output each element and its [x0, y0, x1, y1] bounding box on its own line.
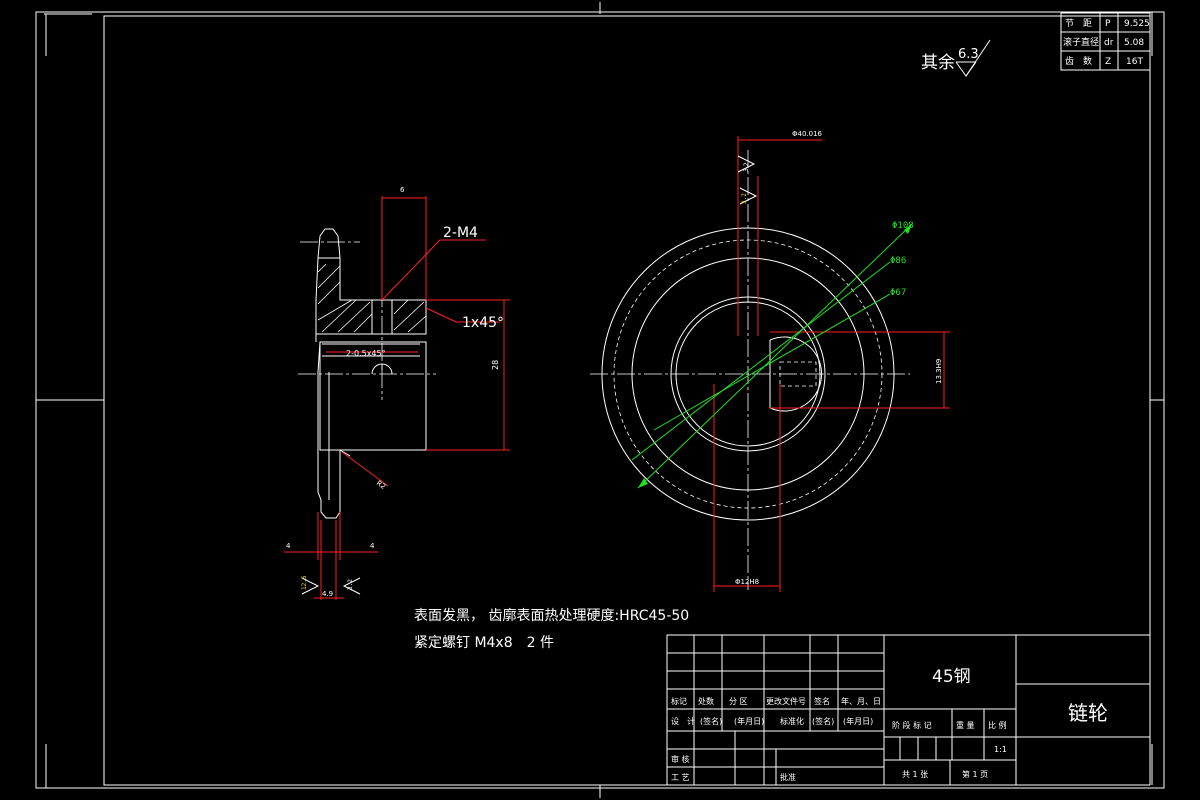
row-standard-date: (年月日) [843, 716, 873, 726]
note-line-1: 表面发黑， 齿廓表面热处理硬度:HRC45-50 [414, 607, 689, 624]
hdr-date: 年、月、日 [841, 696, 881, 706]
roughness-prefix: 其余 [921, 53, 955, 73]
technical-notes: 表面发黑， 齿廓表面热处理硬度:HRC45-50 紧定螺钉 M4x8 2 件 [414, 607, 689, 651]
tooth-width: 4.9 [322, 590, 333, 598]
param-name-pitch: 节 距 [1065, 18, 1092, 29]
scale-label: 比 例 [988, 720, 1007, 730]
row-design-date: (年月日) [734, 716, 764, 726]
hdr-count: 处数 [698, 696, 714, 706]
height-dim: 28 [491, 360, 500, 370]
material-label: 45钢 [932, 667, 971, 687]
thread-label: 2-M4 [443, 225, 478, 241]
param-sym-pitch: P [1105, 19, 1111, 29]
rough-top2: 3.2 [741, 193, 748, 204]
side-view: 6 2-M4 28 1x45° 2-0.5x45° R2 4 4 4.9 12.… [284, 186, 510, 600]
row-check: 审 核 [671, 754, 690, 764]
param-val-teeth: 16T [1126, 57, 1143, 67]
width-left: 4 [286, 542, 291, 550]
dia-67: Φ67 [890, 288, 906, 298]
roughness-value: 6.3 [958, 47, 979, 62]
row-design: 设 计 [671, 716, 695, 726]
row-approve: 批准 [780, 772, 796, 782]
param-sym-roller: dr [1104, 38, 1114, 48]
row-design-sign: (签名) [700, 716, 722, 726]
section-hatch [317, 263, 427, 333]
params-table: 节 距 P 9.525 滚子直径 dr 5.08 齿 数 Z 16T [1060, 12, 1151, 71]
scale-value: 1:1 [994, 745, 1007, 754]
sheet-frame [35, 2, 1165, 798]
keyway-dim: 13.3H9 [935, 359, 943, 384]
hdr-zone: 分 区 [729, 697, 748, 706]
rough-right: 3.2 [347, 579, 354, 590]
row-standard: 标准化 [780, 716, 804, 726]
roughness-note: 其余 6.3 [921, 39, 991, 77]
sheet-number: 第 1 页 [962, 769, 988, 779]
param-sym-teeth: Z [1105, 57, 1111, 67]
param-val-pitch: 9.525 [1124, 19, 1150, 29]
chamfer-label: 1x45° [462, 315, 504, 331]
title-block: 45钢 链轮 标记 处数 分 区 更改文件号 签名 年、月、日 设 计 (签名)… [666, 634, 1151, 786]
bore-dim: Φ40.016 [792, 130, 823, 138]
rough-left: 12.5 [301, 575, 308, 590]
width-right: 4 [370, 542, 375, 550]
param-val-roller: 5.08 [1124, 38, 1144, 48]
row-standard-sign: (签名) [812, 716, 834, 726]
bottom-dim: Φ12H8 [735, 578, 759, 586]
hdr-mark: 标记 [671, 696, 687, 706]
stage-label: 阶 段 标 记 [892, 720, 932, 730]
sheets-total: 共 1 张 [902, 770, 928, 779]
front-view: Φ40.016 3.2 3.2 13.3H9 Φ12H8 Φ108 Φ86 Φ6… [590, 130, 950, 592]
dia-108: Φ108 [892, 221, 914, 231]
inner-chamfer-label: 2-0.5x45° [346, 349, 386, 358]
fillet-dim: R2 [375, 479, 387, 491]
dia-86: Φ86 [890, 256, 906, 266]
dim-top: 6 [400, 186, 405, 194]
param-name-roller: 滚子直径 [1063, 36, 1099, 48]
hdr-change-doc: 更改文件号 [766, 696, 806, 706]
note-line-2: 紧定螺钉 M4x8 2 件 [414, 635, 554, 651]
param-name-teeth: 齿 数 [1065, 55, 1092, 67]
part-name: 链轮 [1068, 701, 1108, 725]
row-process: 工 艺 [671, 773, 690, 782]
weight-label: 重 量 [956, 720, 975, 730]
rough-top1: 3.2 [743, 162, 750, 172]
hdr-signature: 签名 [814, 696, 830, 706]
